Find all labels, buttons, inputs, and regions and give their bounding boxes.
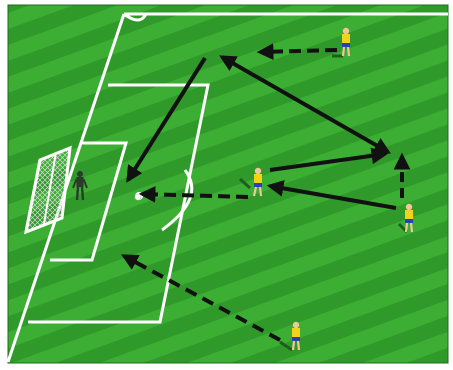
run-bottom-to-goal <box>121 254 281 342</box>
pass-top-right-to-center-top <box>256 43 338 61</box>
player-center <box>238 167 263 197</box>
player-bottom <box>279 321 301 352</box>
player-right-wide <box>397 203 414 234</box>
player-top-right <box>332 27 351 58</box>
goal-area <box>50 141 128 262</box>
movement-arrows <box>121 43 411 342</box>
pitch-border <box>7 4 449 364</box>
goalkeeper <box>72 171 88 201</box>
run-top-to-box <box>126 56 207 183</box>
ball <box>134 193 142 201</box>
corner-arc <box>123 12 148 22</box>
pass-right-to-center <box>266 180 397 210</box>
goal <box>24 145 72 235</box>
penalty-arc <box>161 169 194 232</box>
penalty-area <box>28 83 210 324</box>
pass-center-to-right <box>269 147 389 172</box>
pass-top-to-right <box>219 55 391 154</box>
